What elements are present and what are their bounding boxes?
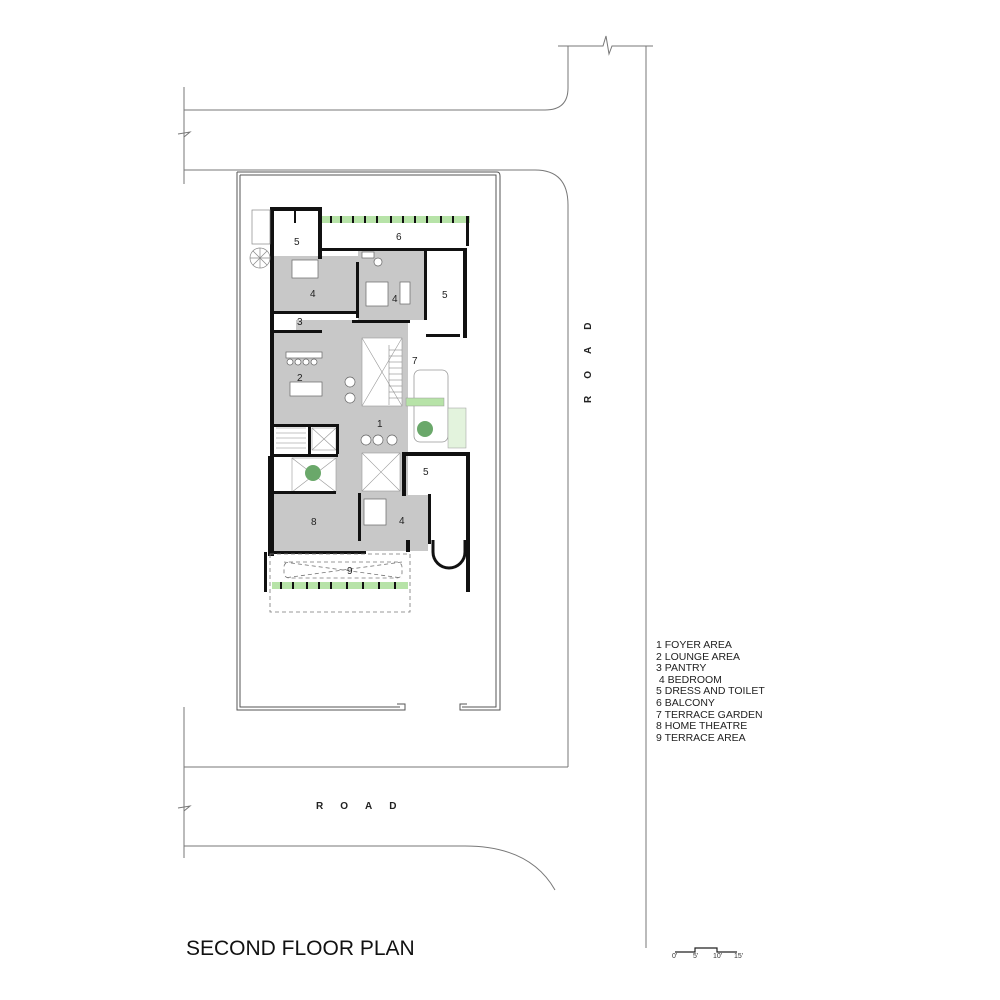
svg-text:7: 7 xyxy=(412,356,418,367)
svg-text:5: 5 xyxy=(423,467,429,478)
terrace-outline xyxy=(269,553,411,613)
legend-item: 1 FOYER AREA xyxy=(656,639,732,651)
legend-item: 6 BALCONY xyxy=(656,696,715,709)
svg-text:1: 1 xyxy=(377,419,383,430)
svg-text:4: 4 xyxy=(399,516,405,527)
legend-item: 7 TERRACE GARDEN xyxy=(656,708,763,721)
courtyard-tree xyxy=(305,465,321,481)
svg-text:3: 3 xyxy=(297,317,303,328)
spiral-stair xyxy=(249,209,271,269)
svg-text:5: 5 xyxy=(442,290,448,301)
voids xyxy=(291,337,403,493)
svg-text:4: 4 xyxy=(392,294,398,305)
svg-text:8: 8 xyxy=(311,517,317,528)
staircase xyxy=(276,345,402,449)
svg-text:5: 5 xyxy=(294,237,300,248)
scale-tick-label: 10' xyxy=(713,953,723,960)
road-outlines xyxy=(177,35,653,948)
legend-item: 2 LOUNGE AREA xyxy=(656,650,741,663)
legend-item: 9 TERRACE AREA xyxy=(656,731,746,744)
legend-item: 8 HOME THEATRE xyxy=(656,720,748,733)
terrace-planter xyxy=(264,552,408,592)
balcony-planter xyxy=(322,216,470,246)
scale-bar xyxy=(675,947,737,953)
legend-item: 3 PANTRY xyxy=(656,662,707,675)
walls xyxy=(268,207,470,592)
room-labels: 5 6 4 4 5 3 2 7 1 5 8 4 9 xyxy=(294,232,448,577)
room-legend: 1 FOYER AREA 2 LOUNGE AREA 3 PANTRY 4 BE… xyxy=(656,639,765,744)
legend-item: 4 BEDROOM xyxy=(656,673,722,686)
road-label-bottom: ROAD xyxy=(316,801,414,812)
furniture xyxy=(285,251,411,526)
scale-tick-label: 15' xyxy=(734,953,744,960)
drawing-title: SECOND FLOOR PLAN xyxy=(186,937,415,960)
svg-text:2: 2 xyxy=(297,373,303,384)
scale-tick-label: 0' xyxy=(672,953,678,960)
svg-text:6: 6 xyxy=(396,232,402,243)
legend-item: 5 DRESS AND TOILET xyxy=(656,685,765,698)
svg-text:9: 9 xyxy=(347,566,353,577)
svg-text:4: 4 xyxy=(310,289,316,300)
plot-boundary xyxy=(236,171,501,711)
road-label-right: ROAD xyxy=(583,305,594,403)
terrace-garden xyxy=(405,369,467,449)
scale-tick-label: 5' xyxy=(693,953,699,960)
